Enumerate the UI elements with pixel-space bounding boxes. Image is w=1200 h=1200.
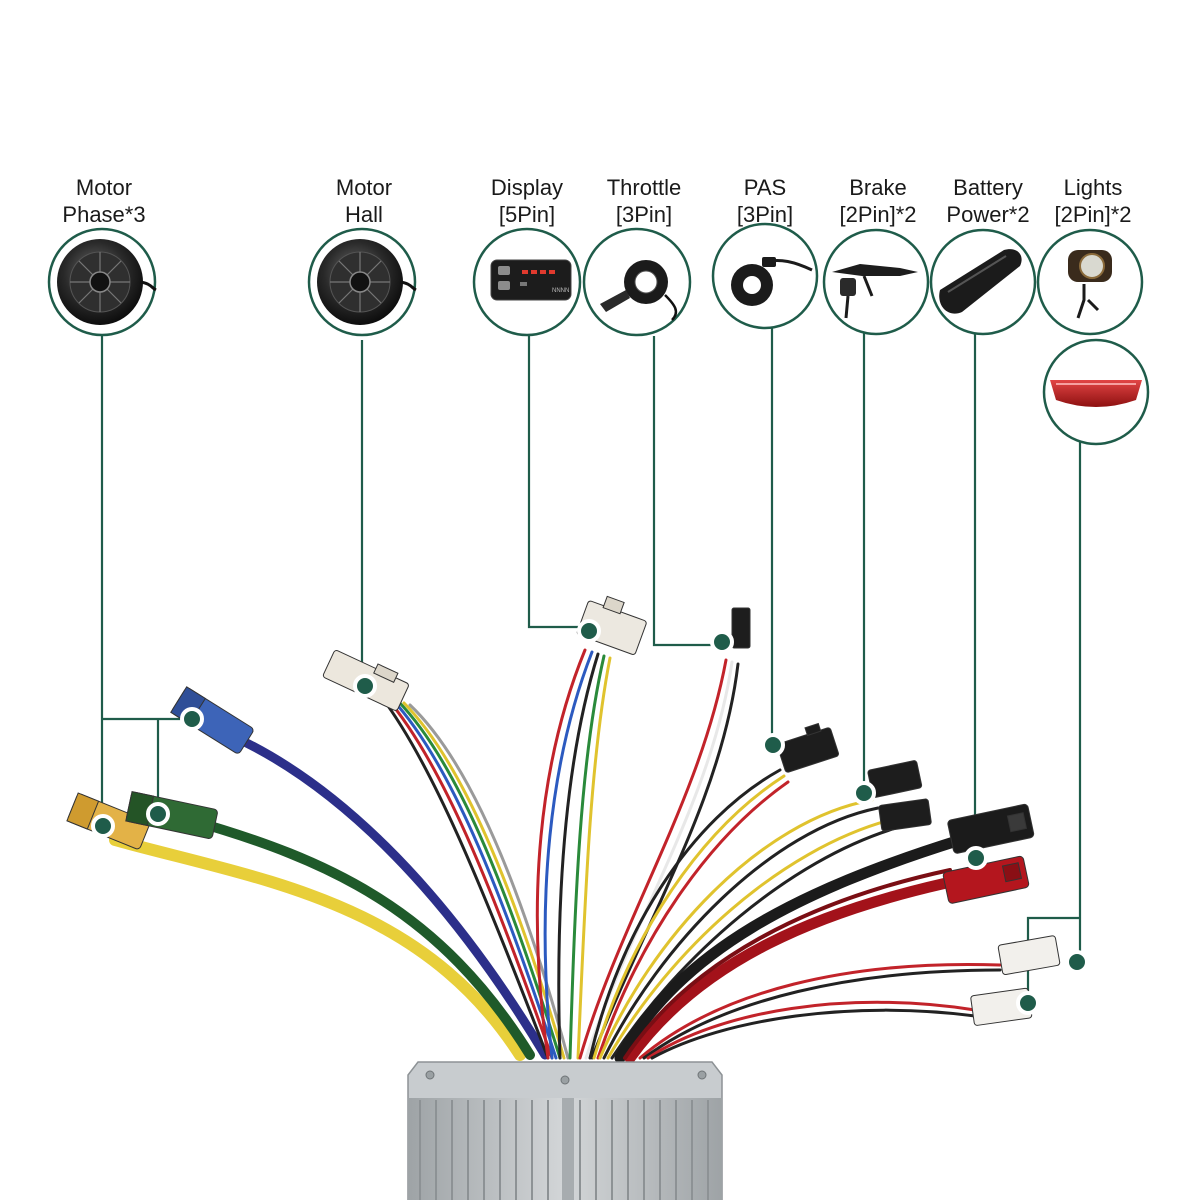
display-icon: NNNN — [472, 227, 582, 337]
connector-pas — [777, 722, 839, 773]
wire-battery-red — [624, 874, 966, 1064]
dot-battery — [964, 846, 988, 870]
connector-display — [576, 595, 647, 655]
wire-battery-black — [614, 834, 966, 1064]
callout-dots — [91, 619, 1089, 1015]
wire-yellow-phase — [109, 834, 526, 1061]
wire-blue-phase — [225, 730, 550, 1060]
callout-line-display — [527, 336, 588, 629]
callout-line-motor-phase — [100, 334, 190, 827]
label-throttle: Throttle[3Pin] — [606, 175, 682, 227]
dot-throttle — [710, 630, 734, 654]
brake-lever-icon — [822, 228, 930, 336]
display-screen-text: NNNN — [552, 288, 569, 294]
label-brake: Brake[2Pin]*2 — [839, 175, 917, 227]
taillight-icon — [1042, 338, 1150, 446]
dot-light-1 — [1065, 950, 1089, 974]
wire-bundle-hall — [378, 693, 570, 1060]
connectors — [66, 595, 1061, 1026]
battery-icon — [929, 228, 1037, 336]
callout-lines — [100, 328, 1082, 1002]
controller-box — [407, 1061, 723, 1200]
hub-motor-icon — [47, 227, 157, 337]
label-display: Display[5Pin] — [490, 175, 564, 227]
wires — [109, 648, 1002, 1064]
wire-bundle-display — [535, 648, 612, 1060]
wire-bundle-pas — [588, 768, 790, 1060]
hall-motor-icon — [307, 227, 417, 337]
pas-sensor-icon — [711, 222, 819, 330]
dot-display — [577, 619, 601, 643]
component-icons: NNNN — [47, 222, 1150, 446]
dot-light-2 — [1016, 991, 1040, 1015]
label-lights: Lights[2Pin]*2 — [1054, 175, 1132, 227]
dot-hall — [353, 674, 377, 698]
wire-bundle-lights — [638, 963, 1002, 1060]
connector-battery-red — [942, 855, 1030, 904]
connector-light-1 — [997, 935, 1061, 976]
throttle-icon — [582, 227, 692, 337]
dot-phase-yellow — [91, 814, 115, 838]
wire-green-phase — [185, 815, 535, 1060]
headlight-icon — [1036, 228, 1144, 336]
dot-phase-blue — [180, 707, 204, 731]
dot-pas — [761, 733, 785, 757]
callout-line-lights — [1026, 442, 1082, 1002]
callout-line-throttle — [652, 336, 722, 647]
connector-throttle — [731, 607, 751, 649]
connector-brake-2 — [878, 798, 932, 832]
dot-brake — [852, 781, 876, 805]
connector-battery-black — [947, 803, 1035, 854]
dot-phase-green — [146, 802, 170, 826]
